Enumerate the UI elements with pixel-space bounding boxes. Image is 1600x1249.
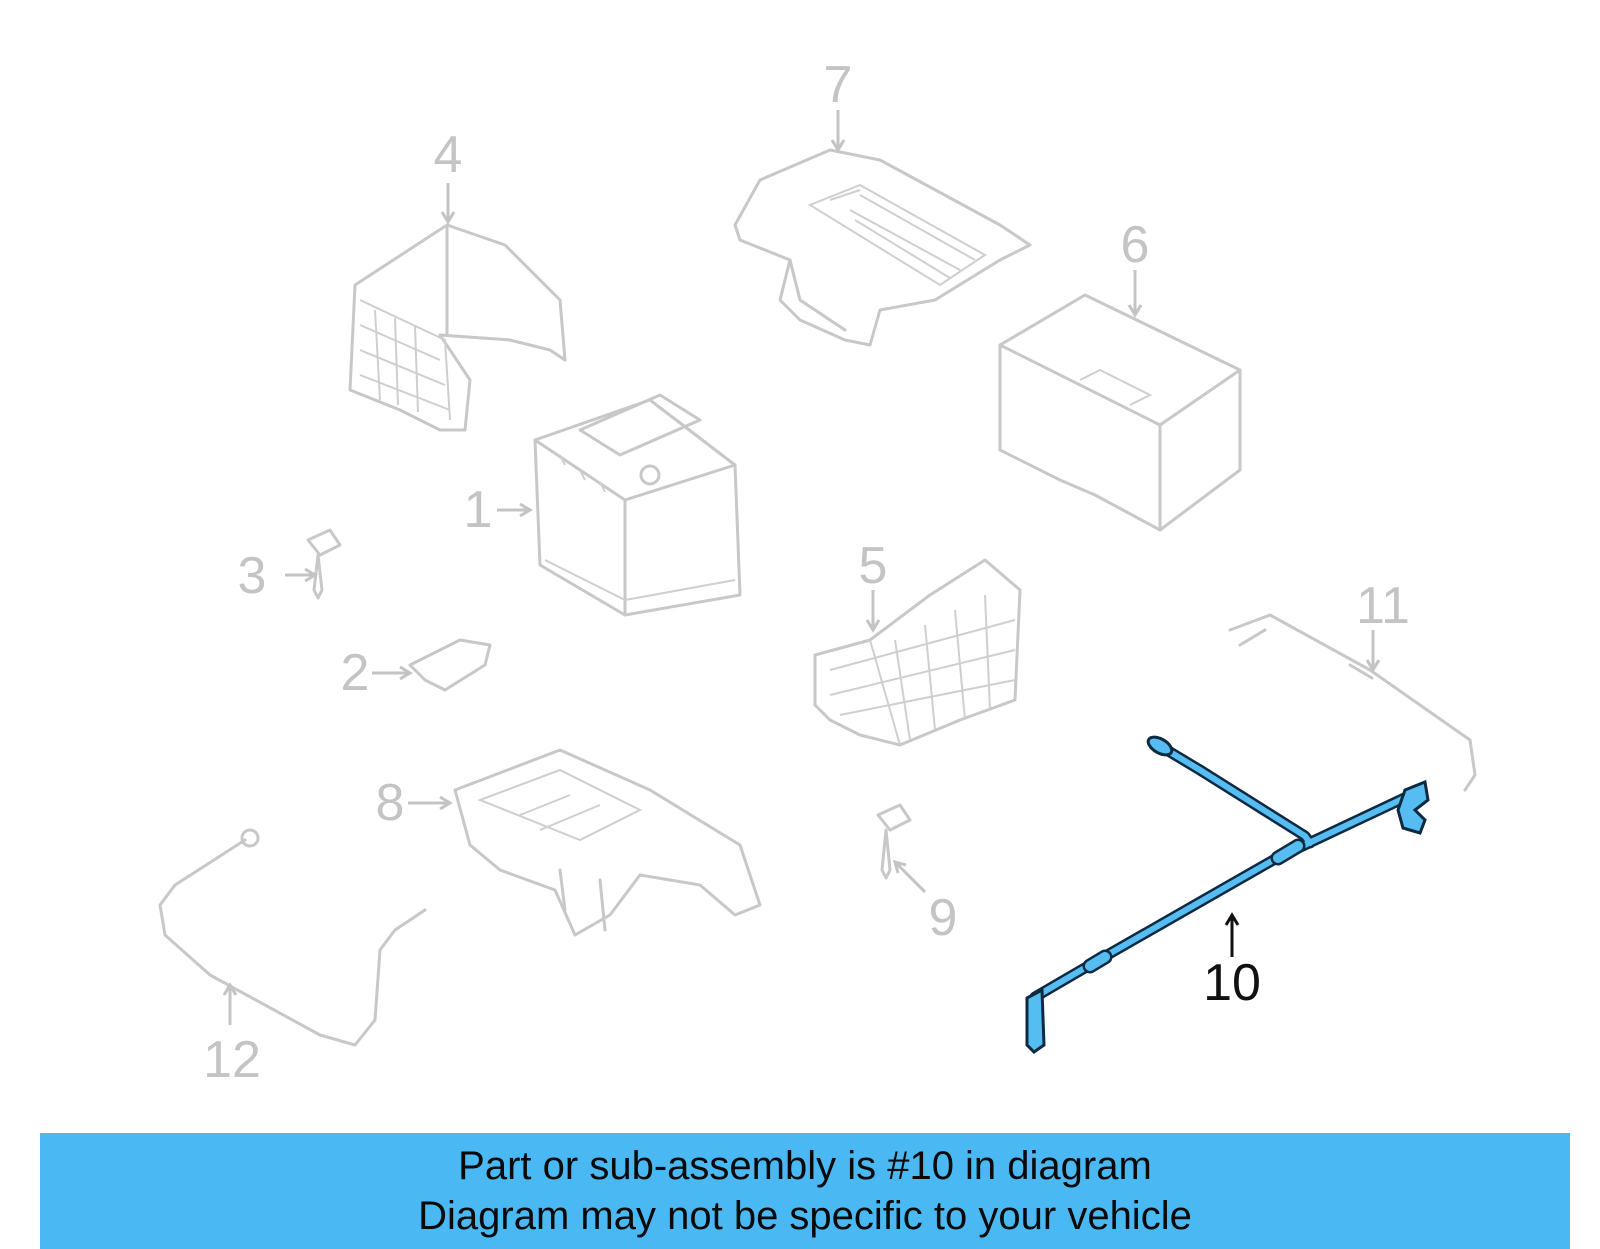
part-12-cable xyxy=(158,828,427,1047)
callout-1: 1 xyxy=(464,481,493,539)
leader-lines xyxy=(222,110,1381,1025)
part-7-cover xyxy=(733,148,1032,347)
callout-8: 8 xyxy=(376,774,405,832)
callout-numbers: 4 7 6 1 3 2 5 11 8 9 12 10 xyxy=(203,56,1410,1089)
callout-4: 4 xyxy=(434,126,463,184)
info-banner: Part or sub-assembly is #10 in diagram D… xyxy=(40,1133,1570,1249)
banner-line-part: Part or sub-assembly is #10 in diagram xyxy=(458,1144,1152,1188)
parts-diagram: 4 7 6 1 3 2 5 11 8 9 12 10 xyxy=(158,56,1477,1089)
callout-6: 6 xyxy=(1121,216,1150,274)
part-4-side-guard xyxy=(348,223,567,432)
callout-12: 12 xyxy=(203,1031,261,1089)
banner-line-disclaimer: Diagram may not be specific to your vehi… xyxy=(418,1194,1192,1238)
part-5-side-guard xyxy=(813,558,1022,747)
callout-9: 9 xyxy=(929,889,958,947)
callout-10: 10 xyxy=(1203,954,1261,1012)
part-10-harness xyxy=(1025,735,1430,1054)
part-9-bolt xyxy=(876,803,912,880)
callout-7: 7 xyxy=(824,56,853,114)
part-2-clamp xyxy=(408,638,492,692)
part-3-bolt xyxy=(306,528,342,600)
part-11-cable xyxy=(1228,613,1477,792)
callout-11: 11 xyxy=(1356,577,1410,635)
callout-5: 5 xyxy=(859,537,888,595)
part-8-tray xyxy=(453,748,762,937)
callout-3: 3 xyxy=(238,547,267,605)
part-6-insulation xyxy=(998,293,1242,532)
callout-2: 2 xyxy=(341,644,370,702)
part-1-battery xyxy=(533,393,742,617)
